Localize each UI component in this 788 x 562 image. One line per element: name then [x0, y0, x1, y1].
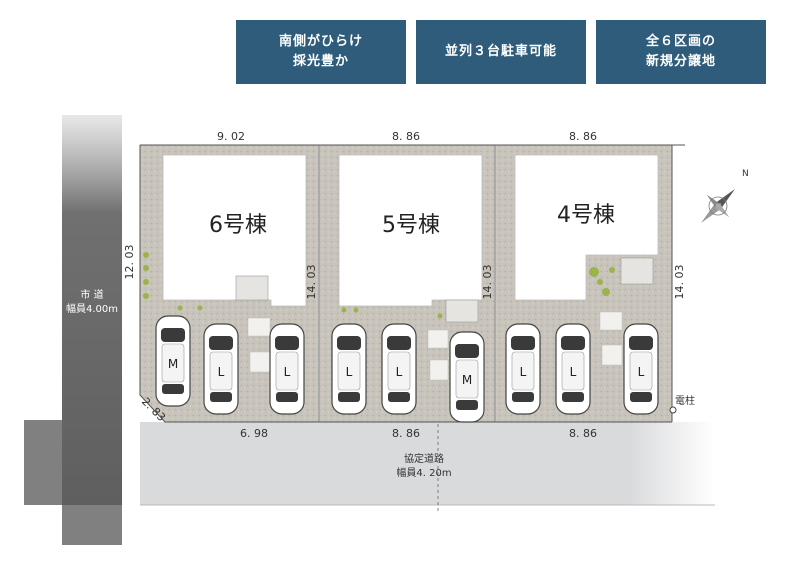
private-road-width: 幅員4. 20m — [396, 466, 451, 479]
badge-line: 並列３台駐車可能 — [444, 44, 557, 59]
dim-top-6: 9. 02 — [217, 130, 245, 143]
compass-label: N — [742, 169, 749, 179]
private-road — [140, 422, 715, 505]
parked-car: M — [449, 331, 485, 423]
parking-area: M L L L L M L L L — [155, 315, 659, 423]
parked-car: L — [623, 323, 659, 415]
city-road-width: 幅員4.00m — [66, 302, 118, 315]
parked-car: L — [269, 323, 305, 415]
shrubs — [143, 252, 615, 319]
feature-badge-sunlight: 南側がひらけ採光豊か — [236, 20, 406, 84]
dim-top-4: 8. 86 — [569, 130, 597, 143]
car-size-label: L — [284, 365, 291, 379]
parked-car: L — [555, 323, 591, 415]
parked-car: L — [203, 323, 239, 415]
badge-line: 南側がひらけ — [278, 34, 363, 49]
lot-label-5: 5号棟 — [382, 213, 440, 238]
dim-divider-2: 14. 03 — [481, 265, 494, 300]
utility-pole-label: 電柱 — [675, 394, 695, 407]
parked-car: L — [381, 323, 417, 415]
badge-line: 新規分譲地 — [645, 54, 716, 69]
parked-car: M — [155, 315, 191, 407]
dim-bottom-4: 8. 86 — [569, 427, 597, 440]
house-6 — [162, 154, 307, 307]
badge-line: 採光豊か — [292, 54, 349, 69]
house-4 — [514, 154, 659, 301]
house-5 — [338, 154, 483, 307]
compass-icon — [701, 189, 735, 223]
car-size-label: L — [218, 365, 225, 379]
dim-bottom-5: 8. 86 — [392, 427, 420, 440]
car-size-label: L — [638, 365, 645, 379]
car-size-label: L — [396, 365, 403, 379]
entrance-steps — [235, 257, 654, 323]
lot-boundaries — [139, 144, 685, 423]
paving-slabs — [247, 311, 623, 381]
badge-line: 全６区画の — [645, 34, 716, 49]
city-road-lower — [24, 420, 122, 545]
parked-car: L — [331, 323, 367, 415]
sidewalk-strip — [122, 115, 140, 505]
city-road — [62, 115, 122, 505]
car-size-label: L — [520, 365, 527, 379]
dim-right: 14. 03 — [673, 265, 686, 300]
feature-badge-lots: 全６区画の新規分譲地 — [596, 20, 766, 84]
utility-pole-icon — [669, 406, 677, 414]
car-size-label: L — [570, 365, 577, 379]
private-road-name: 協定道路 — [404, 452, 444, 465]
lot-label-6: 6号棟 — [209, 213, 267, 238]
lot-label-4: 4号棟 — [557, 203, 615, 228]
dim-divider-1: 14. 03 — [305, 265, 318, 300]
car-size-label: L — [346, 365, 353, 379]
parked-car: L — [505, 323, 541, 415]
dim-bottom-6: 6. 98 — [240, 427, 268, 440]
car-size-label: M — [168, 357, 178, 371]
feature-badge-parking: 並列３台駐車可能 — [416, 20, 586, 84]
car-size-label: M — [462, 373, 472, 387]
dim-top-5: 8. 86 — [392, 130, 420, 143]
city-road-name: 市 道 — [80, 288, 103, 301]
dim-left: 12. 03 — [123, 245, 136, 280]
